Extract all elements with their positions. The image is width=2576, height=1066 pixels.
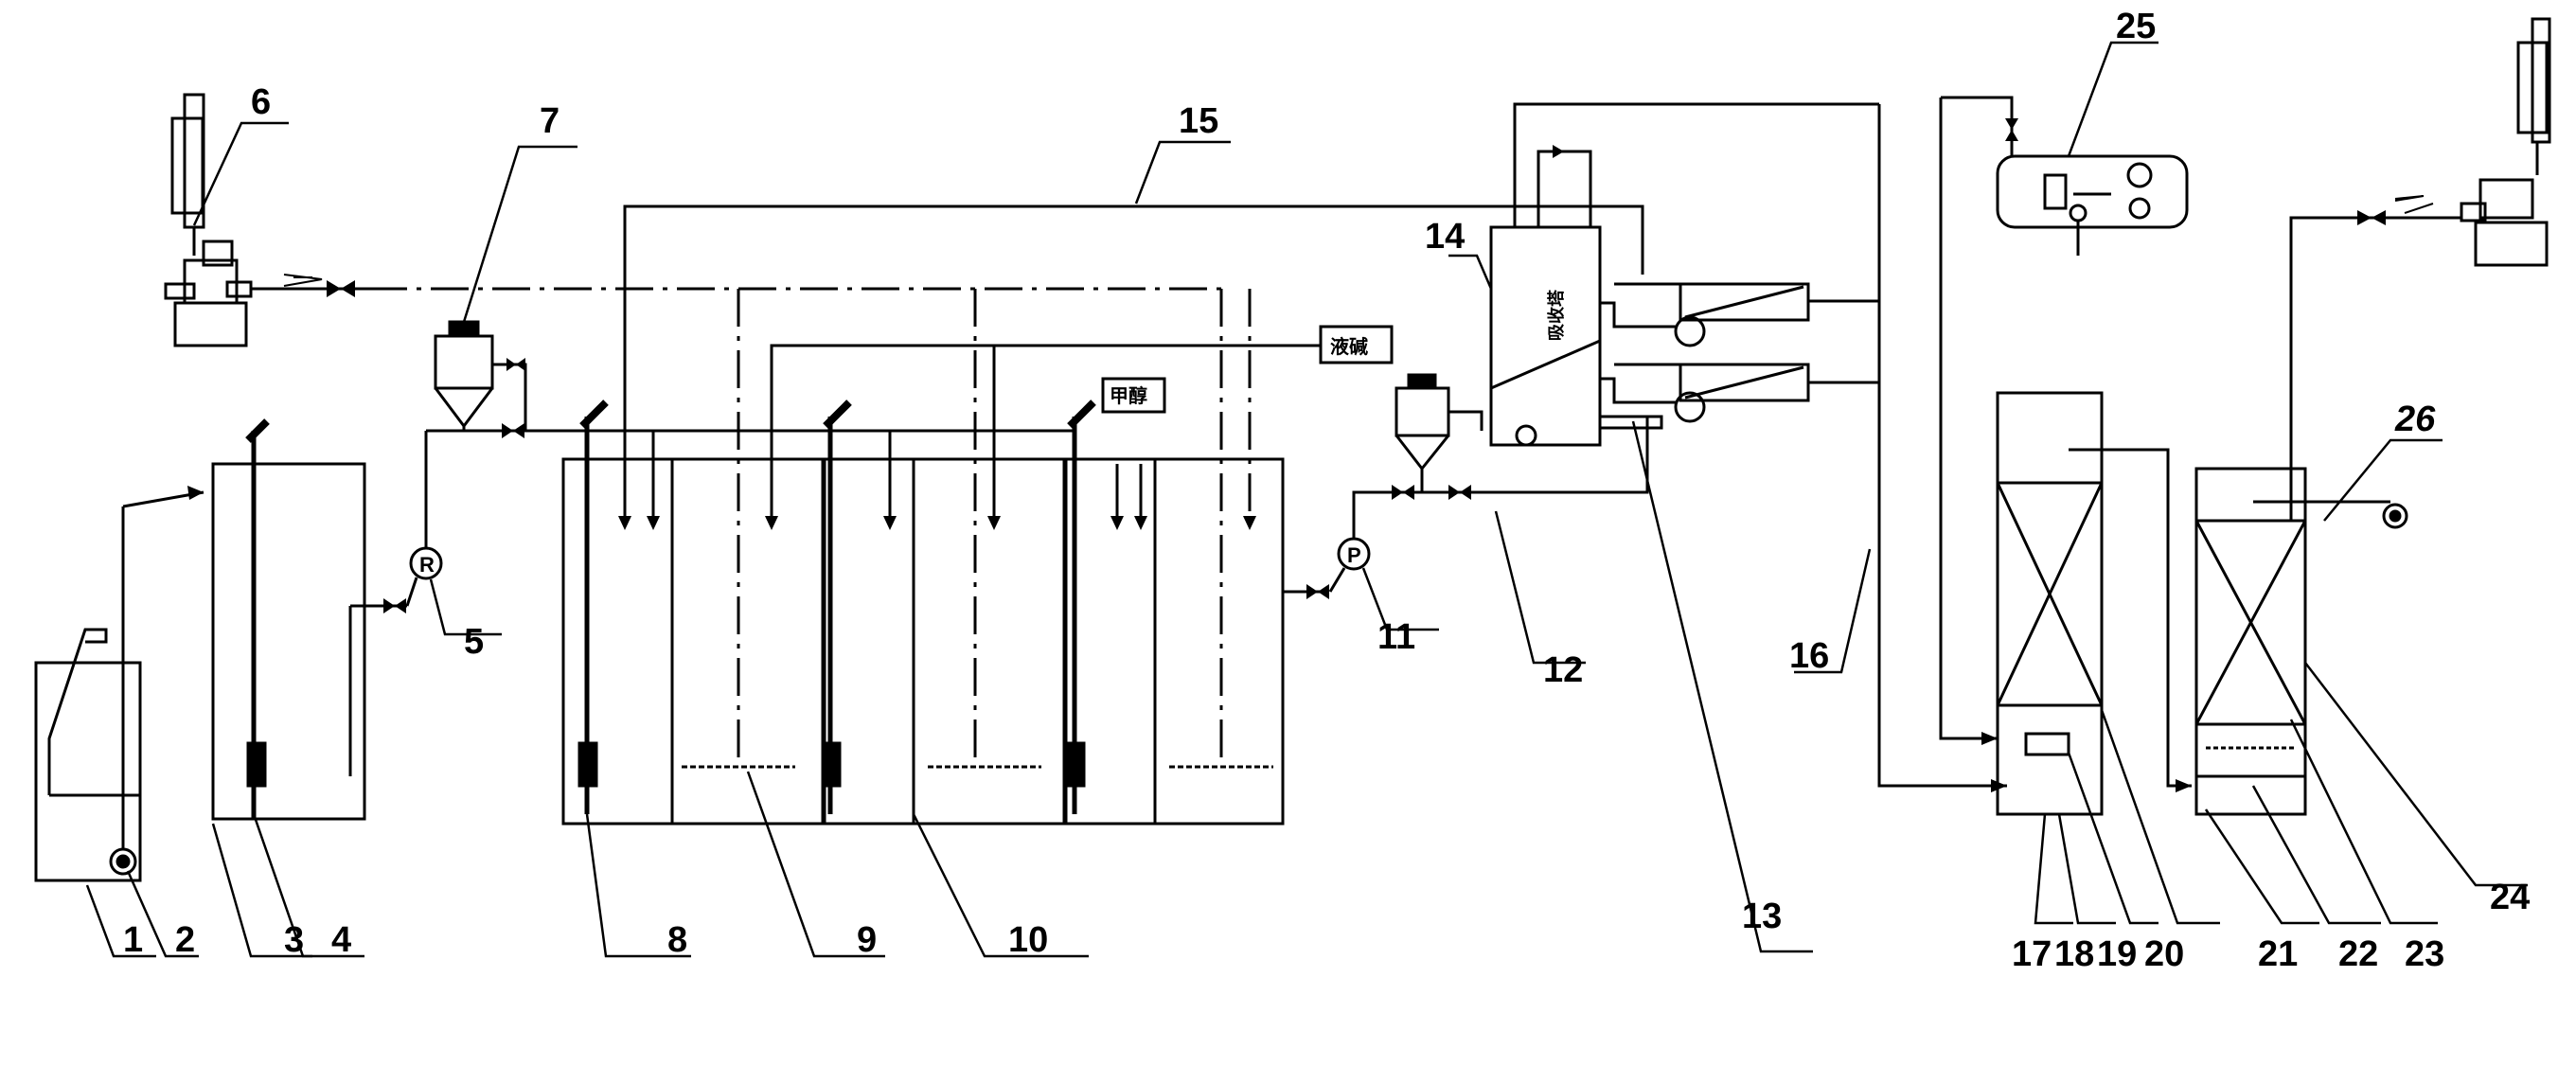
label-6: 6 (251, 82, 271, 122)
label-8: 8 (667, 920, 687, 960)
valve-a (383, 598, 406, 613)
label-25: 25 (2116, 7, 2156, 46)
storage-tank-25 (1996, 154, 2189, 256)
feed-tank (34, 506, 142, 882)
label-19: 19 (2097, 934, 2137, 974)
label-21: 21 (2258, 934, 2298, 974)
label-23: 23 (2405, 934, 2444, 974)
label-7: 7 (540, 101, 560, 141)
svg-text:P: P (1347, 543, 1361, 567)
svg-text:液碱: 液碱 (1330, 335, 1368, 358)
tag-methanol (1101, 377, 1166, 414)
svg-text:甲醇: 甲醇 (1110, 384, 1147, 407)
label-10: 10 (1008, 920, 1048, 960)
agitator-2 (821, 400, 852, 814)
svg-text:R: R (419, 553, 435, 577)
label-15: 15 (1179, 101, 1218, 141)
cooler-upper (1600, 282, 1810, 347)
label-22: 22 (2338, 934, 2378, 974)
vent-line-15 (623, 204, 1644, 431)
scrubber-column-20 (1996, 391, 2104, 816)
absorption-tower: 吸收塔 (1489, 225, 1602, 447)
reactor-vent-pipes (737, 289, 1252, 767)
label-18: 18 (2054, 934, 2094, 974)
leader-lines (85, 41, 2528, 958)
agitator-3 (1065, 400, 1096, 814)
cooler-lower (1600, 363, 1810, 423)
svg-text:吸收塔: 吸收塔 (1546, 289, 1566, 341)
label-11: 11 (1377, 617, 1415, 657)
scrubber-column-24 (2194, 467, 2307, 816)
label-17: 17 (2012, 934, 2052, 974)
label-14: 14 (1425, 217, 1465, 257)
vent-fan-left (164, 93, 253, 347)
reaction-tank (561, 457, 1285, 826)
valve-b (327, 280, 355, 297)
reactor-inlet-arrows (618, 431, 1147, 530)
label-13: 13 (1742, 897, 1782, 936)
vent-fan-right (2460, 17, 2551, 267)
line-16 (1877, 104, 2007, 788)
label-9: 9 (857, 920, 877, 960)
label-4: 4 (331, 920, 351, 960)
valve-c (502, 423, 524, 438)
separator-7 (434, 320, 494, 429)
label-1: 1 (123, 920, 143, 960)
gauge-26 (2382, 503, 2408, 529)
label-5: 5 (464, 622, 484, 662)
separator-12 (1395, 373, 1450, 471)
label-16: 16 (1789, 636, 1829, 676)
pretreat-tank (211, 418, 366, 821)
number-labels: 1 2 3 4 5 6 7 8 9 10 11 12 13 14 15 16 1… (123, 7, 2530, 974)
label-26: 26 (2394, 400, 2436, 439)
tag-caustic (1319, 325, 1394, 364)
label-2: 2 (175, 920, 195, 960)
label-24: 24 (2490, 878, 2530, 917)
agitator-1 (577, 400, 609, 814)
label-20: 20 (2144, 934, 2184, 974)
label-3: 3 (284, 920, 304, 960)
label-12: 12 (1543, 650, 1583, 690)
